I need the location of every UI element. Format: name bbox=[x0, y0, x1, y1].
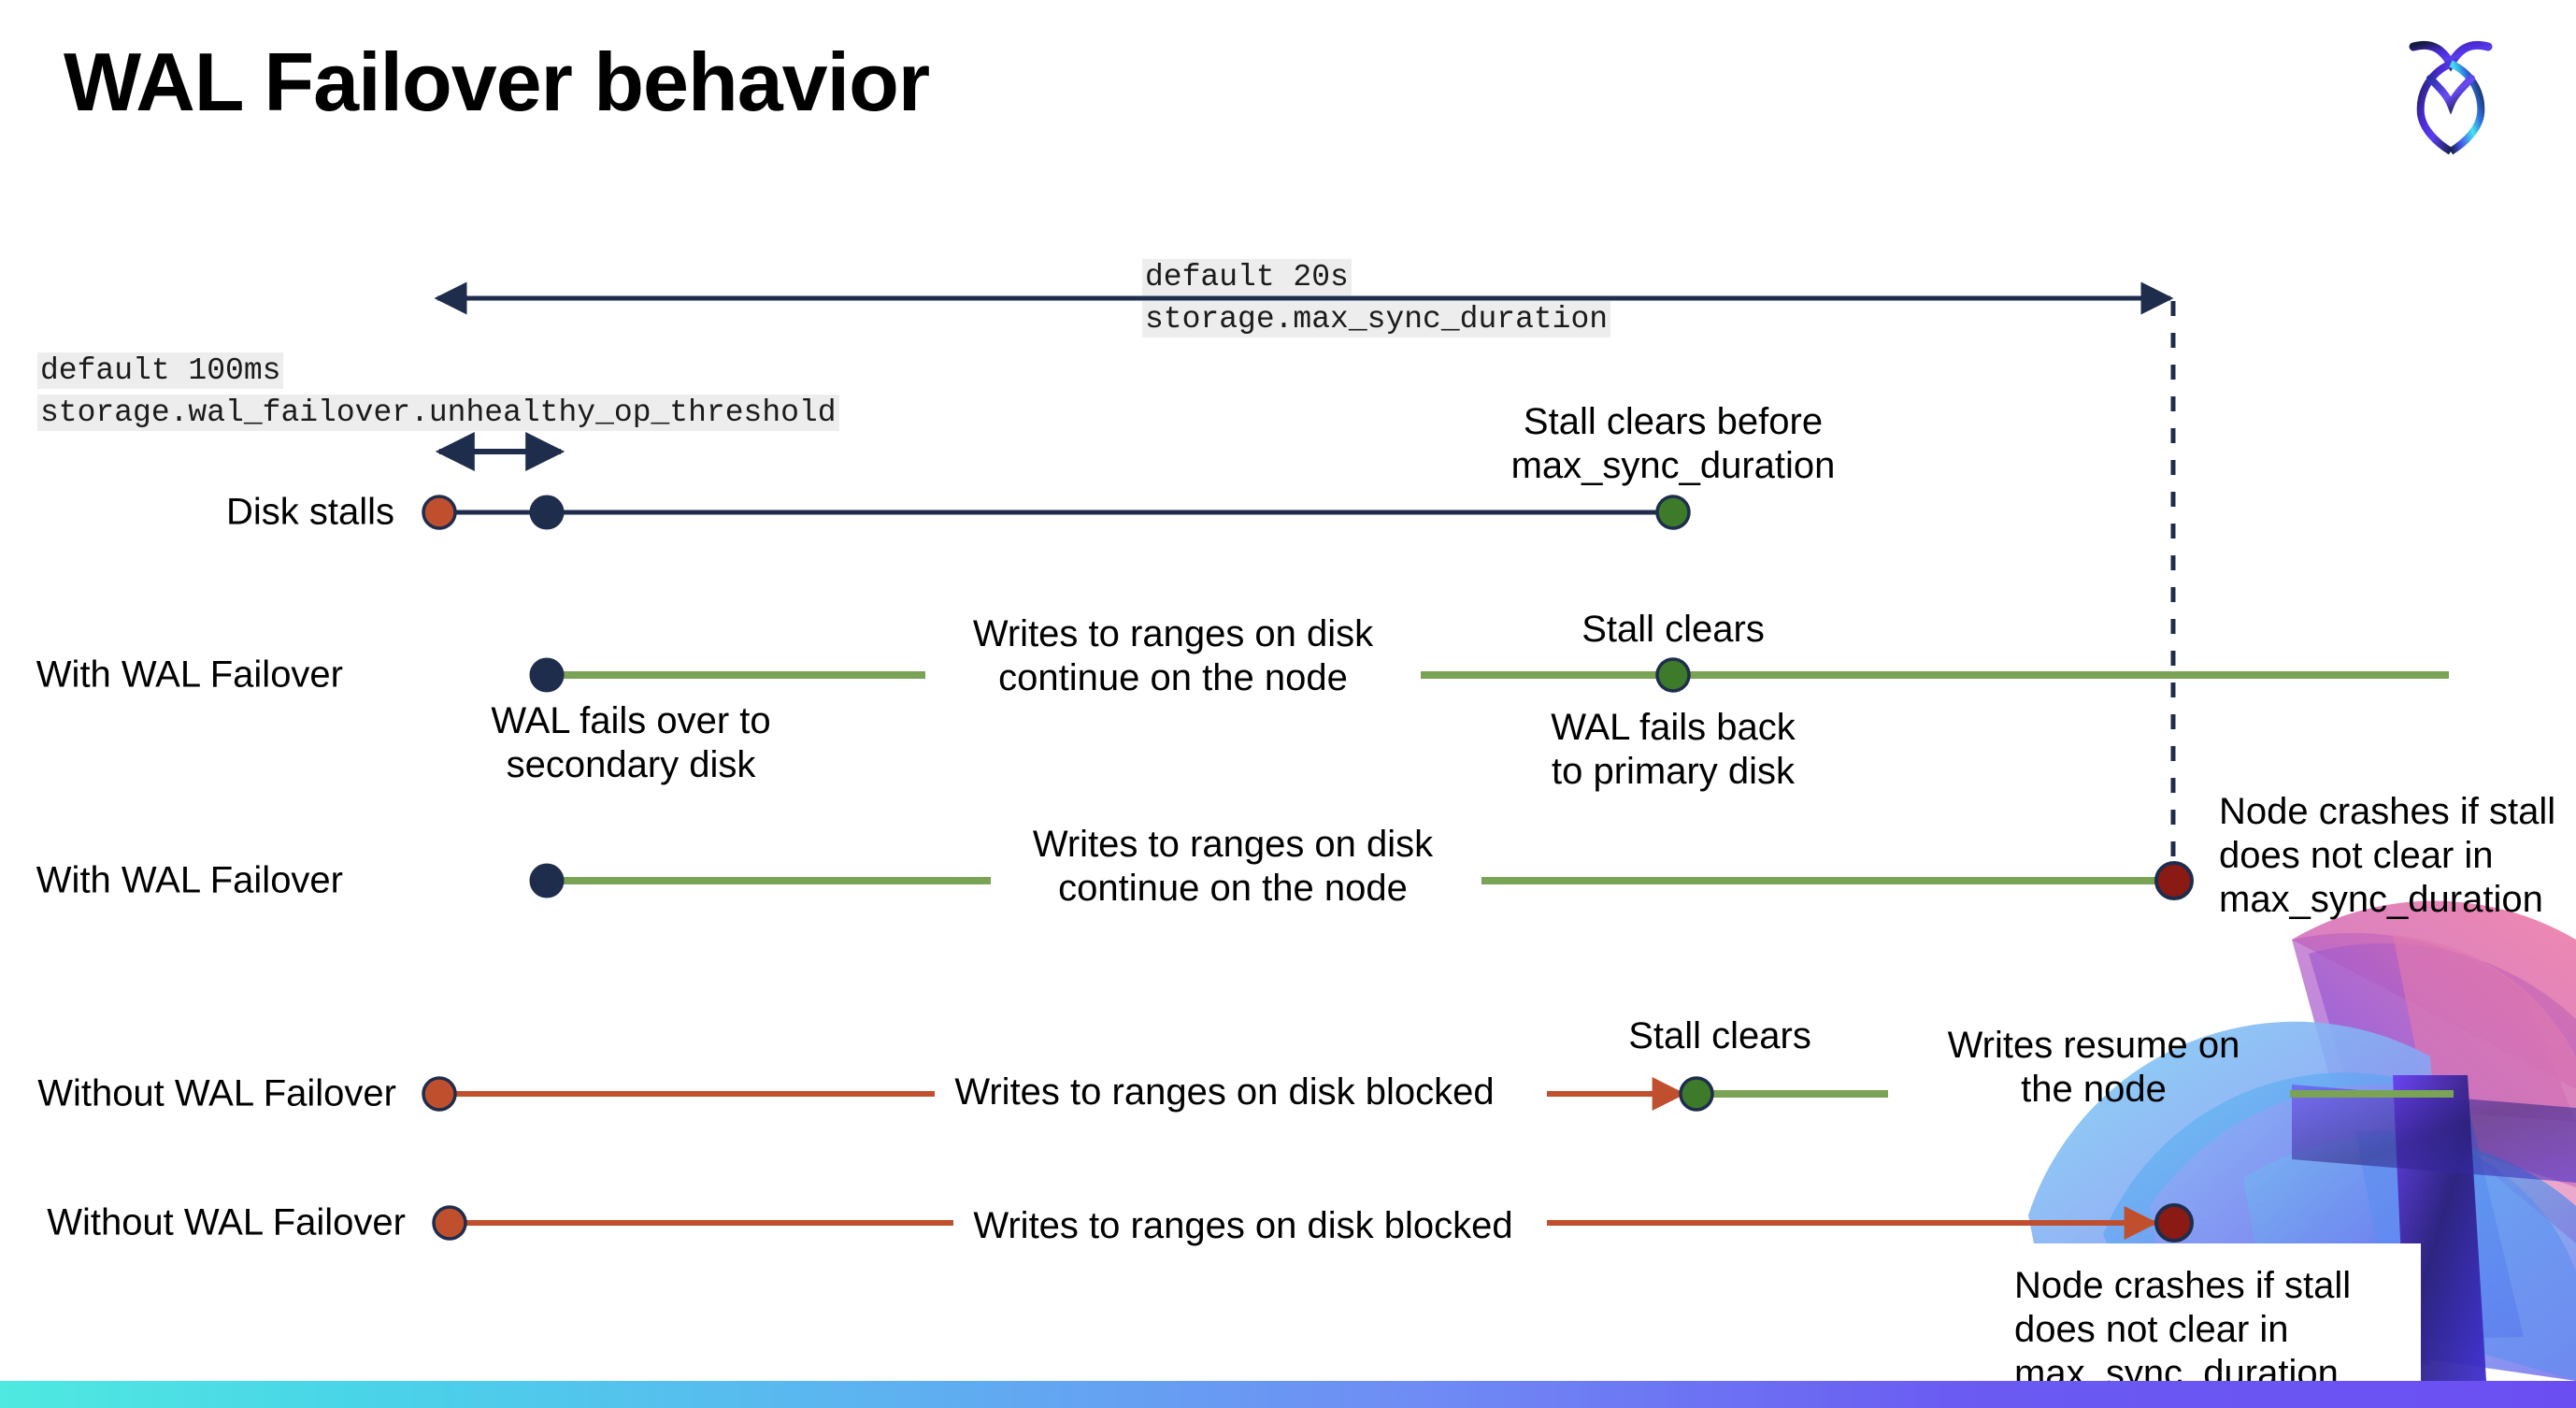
annotation-writes-continue-row2: Writes to ranges on disk continue on the… bbox=[972, 613, 1374, 699]
node-crash-dot bbox=[2154, 861, 2194, 900]
row-label-with-wal-failover-1: With WAL Failover bbox=[36, 654, 343, 696]
annotation-writes-resume: Writes resume on the node bbox=[1947, 1025, 2240, 1111]
max-sync-default-label: default 20s bbox=[1142, 259, 1352, 295]
node-crash-dot bbox=[2154, 1203, 2194, 1243]
annotation-node-crashes-row5: Node crashes if stall does not clear in … bbox=[2014, 1265, 2352, 1395]
max-sync-duration-setting: default 20s storage.max_sync_duration bbox=[1142, 257, 1611, 340]
annotation-node-crashes-row3: Node crashes if stall does not clear in … bbox=[2219, 791, 2556, 921]
row-label-disk-stalls: Disk stalls bbox=[225, 491, 394, 533]
row-label-without-wal-failover-2: Without WAL Failover bbox=[47, 1201, 406, 1243]
page-title: WAL Failover behavior bbox=[64, 36, 930, 128]
stall-clear-dot bbox=[1679, 1076, 1714, 1112]
row-label-without-wal-failover-1: Without WAL Failover bbox=[37, 1072, 396, 1114]
stall-start-dot bbox=[422, 1076, 457, 1112]
annotation-stall-clears-row4: Stall clears bbox=[1628, 1015, 1811, 1056]
annotation-writes-blocked-row5: Writes to ranges on disk blocked bbox=[973, 1205, 1513, 1246]
stall-clear-dot bbox=[1655, 657, 1691, 693]
timeline-row-disk-stalls bbox=[422, 495, 1691, 530]
annotation-wal-fails-over: WAL fails over to secondary disk bbox=[491, 700, 771, 786]
timeline-row-with-wal-failover-recovers bbox=[529, 657, 2449, 693]
failover-dot bbox=[529, 495, 565, 530]
cockroach-labs-logo-icon bbox=[2385, 21, 2516, 161]
timeline-row-with-wal-failover-crash bbox=[529, 861, 2194, 900]
annotation-writes-blocked-row4: Writes to ranges on disk blocked bbox=[954, 1071, 1495, 1113]
timeline-row-without-wal-failover-recovers bbox=[422, 1076, 2454, 1112]
annotation-stall-clears-row2: Stall clears bbox=[1581, 609, 1765, 650]
row-label-with-wal-failover-2: With WAL Failover bbox=[36, 859, 343, 901]
failover-dot bbox=[529, 863, 565, 898]
stall-start-dot bbox=[432, 1205, 467, 1241]
annotation-writes-continue-row3: Writes to ranges on disk continue on the… bbox=[1032, 824, 1434, 910]
annotation-stall-clears-before-max-sync: Stall clears before max_sync_duration bbox=[1510, 401, 1836, 487]
timeline-row-without-wal-failover-crash bbox=[432, 1203, 2194, 1243]
callout-backdrop bbox=[1963, 1243, 2421, 1381]
unhealthy-op-threshold-setting: default 100ms storage.wal_failover.unhea… bbox=[37, 351, 839, 434]
unhealthy-op-setting-name: storage.wal_failover.unhealthy_op_thresh… bbox=[37, 394, 839, 431]
failover-dot bbox=[529, 657, 565, 693]
bottom-gradient-bar bbox=[0, 1381, 2576, 1408]
annotation-wal-fails-back: WAL fails back to primary disk bbox=[1551, 707, 1796, 793]
max-sync-setting-name: storage.max_sync_duration bbox=[1142, 300, 1611, 338]
unhealthy-op-default-label: default 100ms bbox=[37, 352, 284, 389]
stall-start-dot bbox=[422, 495, 457, 530]
stall-clear-dot bbox=[1655, 495, 1691, 530]
